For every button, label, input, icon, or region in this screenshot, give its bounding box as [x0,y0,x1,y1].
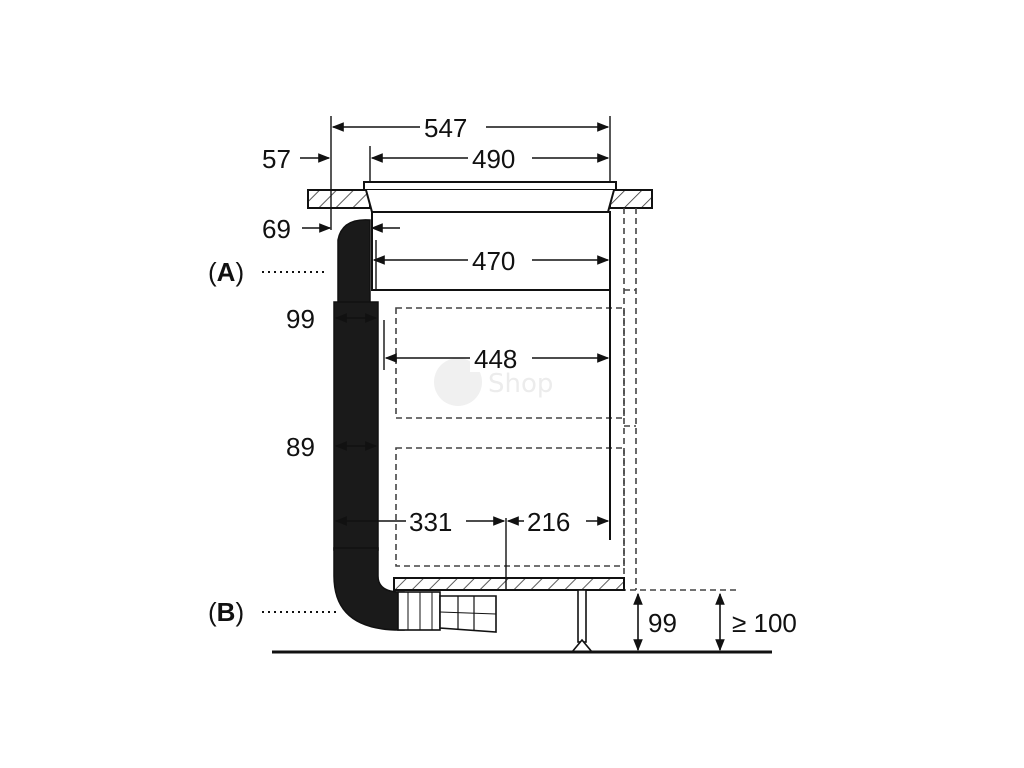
dim-100-plinth-label: ≥ 100 [732,608,797,638]
dim-89-duct-label: 89 [286,432,315,462]
dim-99-plinth-label: 99 [648,608,677,638]
dim-57-label: 57 [262,144,291,174]
callout-a-label: (A) [208,257,244,287]
cabinet-base [393,577,625,591]
duct [333,219,497,633]
watermark-text: Shop [488,369,553,399]
dim-99-duct-label: 99 [286,304,315,334]
dim-490-label: 490 [472,144,515,174]
callout-leaders [262,271,336,613]
dim-69-label: 69 [262,214,291,244]
dim-470-label: 470 [472,246,515,276]
worktop [307,189,653,209]
duct-connector [397,591,441,631]
cooktop-glass [363,181,617,213]
cabinet-outline [395,208,740,591]
dim-547-label: 547 [424,113,467,143]
dim-331-label: 331 [409,507,452,537]
duct-vertical [333,301,379,551]
duct-outlet [439,595,497,633]
dim-216-label: 216 [527,507,570,537]
callouts: (A) (B) [208,257,244,627]
dim-448-label: 448 [474,344,517,374]
dimension-labels: 547 490 57 69 470 99 448 89 331 216 99 ≥… [262,112,797,638]
adjustable-foot [570,589,594,653]
callout-b-label: (B) [208,597,244,627]
extension-lines [330,116,611,590]
duct-upper [337,219,371,309]
